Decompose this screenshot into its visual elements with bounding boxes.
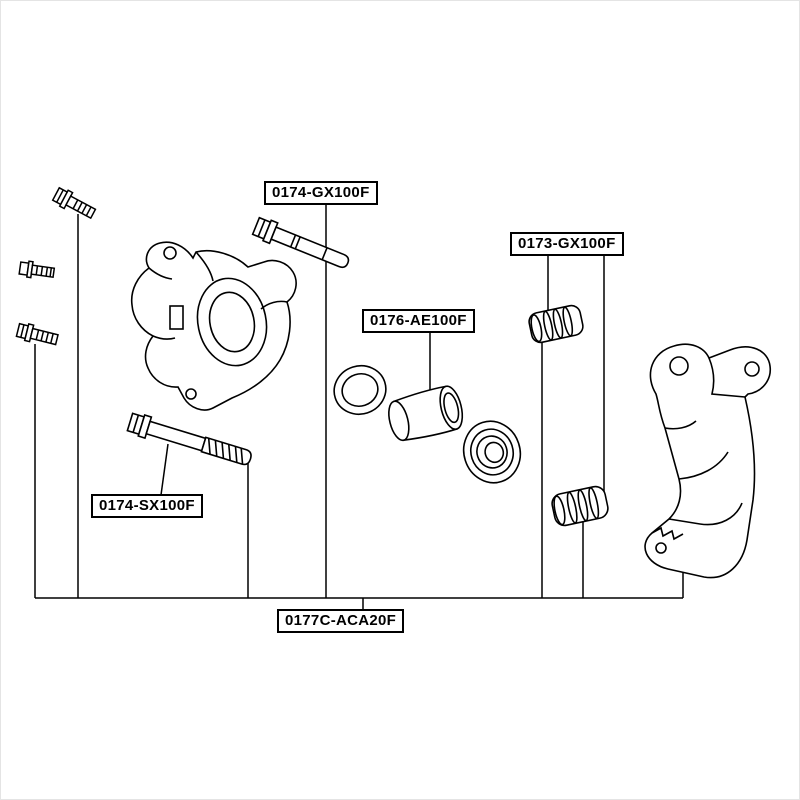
part-number-label-0177c-aca20f: 0177C-ACA20F bbox=[277, 609, 405, 633]
slide-pin-lower-drawing bbox=[126, 412, 252, 466]
part-number-label-0174-gx100f: 0174-GX100F bbox=[264, 181, 378, 205]
piston-drawing bbox=[388, 385, 464, 442]
part-number-label-0176-ae100f: 0176-AE100F bbox=[362, 309, 475, 333]
slide-pin-upper-drawing bbox=[251, 216, 350, 269]
pin-boot-lower-drawing bbox=[551, 485, 609, 527]
piston-seal-ring-drawing bbox=[333, 365, 387, 415]
part-number-label-0174-sx100f: 0174-SX100F bbox=[91, 494, 203, 518]
dust-boot-drawing bbox=[462, 420, 522, 484]
bleeder-screw-drawing bbox=[18, 260, 56, 279]
pin-boot-upper-drawing bbox=[528, 304, 584, 344]
connector-lines bbox=[34, 205, 684, 611]
part-number-label-0173-gx100f: 0173-GX100F bbox=[510, 232, 624, 256]
bolt-drawing-top bbox=[51, 186, 97, 220]
caliper-bracket-drawing bbox=[644, 343, 772, 579]
bolt-drawing-bottom bbox=[15, 322, 59, 346]
connector-line bbox=[160, 443, 169, 496]
brake-caliper-drawing bbox=[130, 241, 297, 411]
